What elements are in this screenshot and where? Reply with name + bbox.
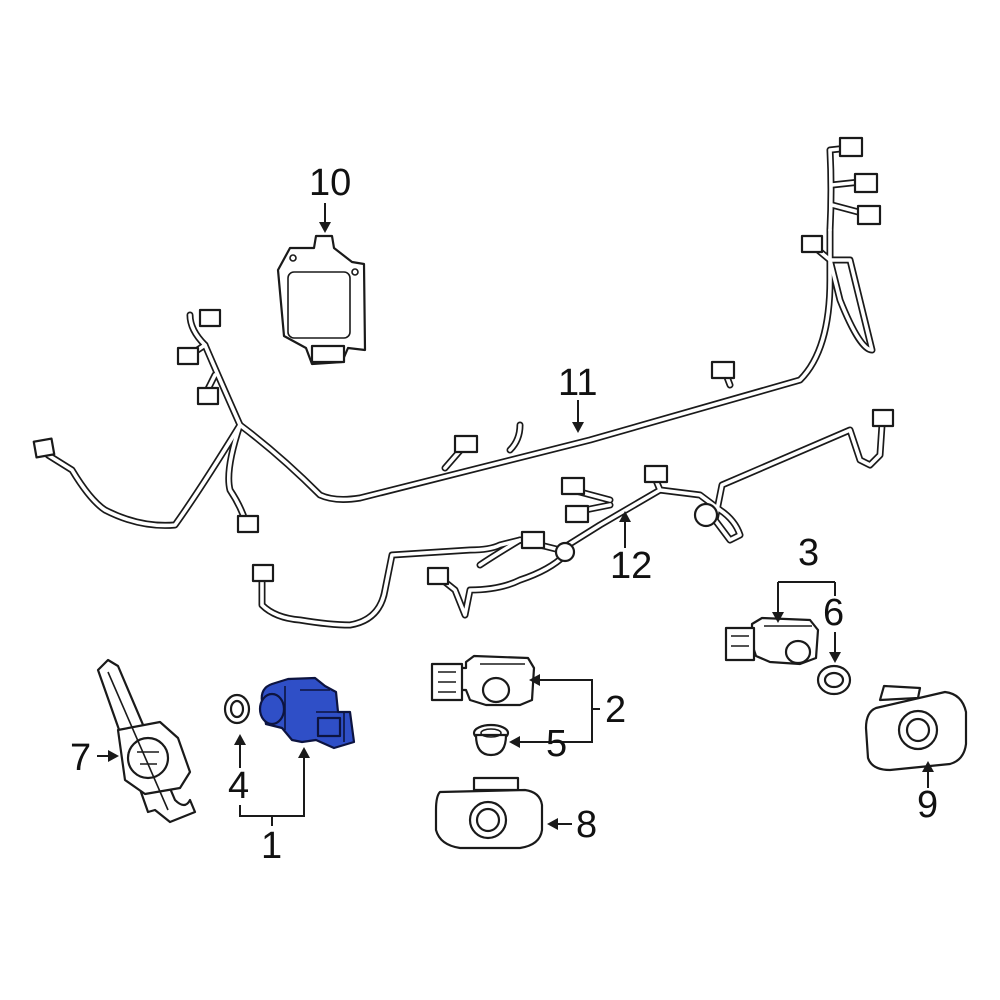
callout-2: 2	[605, 689, 626, 731]
callout-1: 1	[261, 825, 282, 867]
leader-lines	[97, 203, 934, 830]
wiring-harness-11[interactable]	[32, 136, 882, 534]
wiring-harness-12[interactable]	[251, 408, 895, 629]
grommet-6[interactable]	[816, 664, 852, 696]
callout-10: 10	[309, 162, 351, 204]
callout-9: 9	[917, 784, 938, 826]
control-module-10[interactable]	[276, 234, 367, 366]
grommet-5[interactable]	[472, 723, 510, 757]
callout-4: 4	[228, 765, 249, 807]
callout-12: 12	[610, 545, 652, 587]
callout-5: 5	[546, 723, 567, 765]
bracket-7[interactable]	[96, 658, 197, 824]
callout-3: 3	[798, 532, 819, 574]
sensor-1-highlighted[interactable]	[258, 676, 356, 750]
bezel-9[interactable]	[864, 684, 968, 772]
callout-labels: 10 11 12 3 6 2 5 7 4 1 8 9	[70, 162, 938, 867]
callout-6: 6	[823, 592, 844, 634]
callout-8: 8	[576, 804, 597, 846]
callout-7: 7	[70, 737, 91, 779]
washer-4[interactable]	[223, 693, 251, 725]
sensor-3[interactable]	[724, 616, 820, 666]
callout-11: 11	[558, 362, 597, 404]
sensor-2[interactable]	[430, 654, 536, 707]
bezel-8[interactable]	[434, 776, 544, 850]
